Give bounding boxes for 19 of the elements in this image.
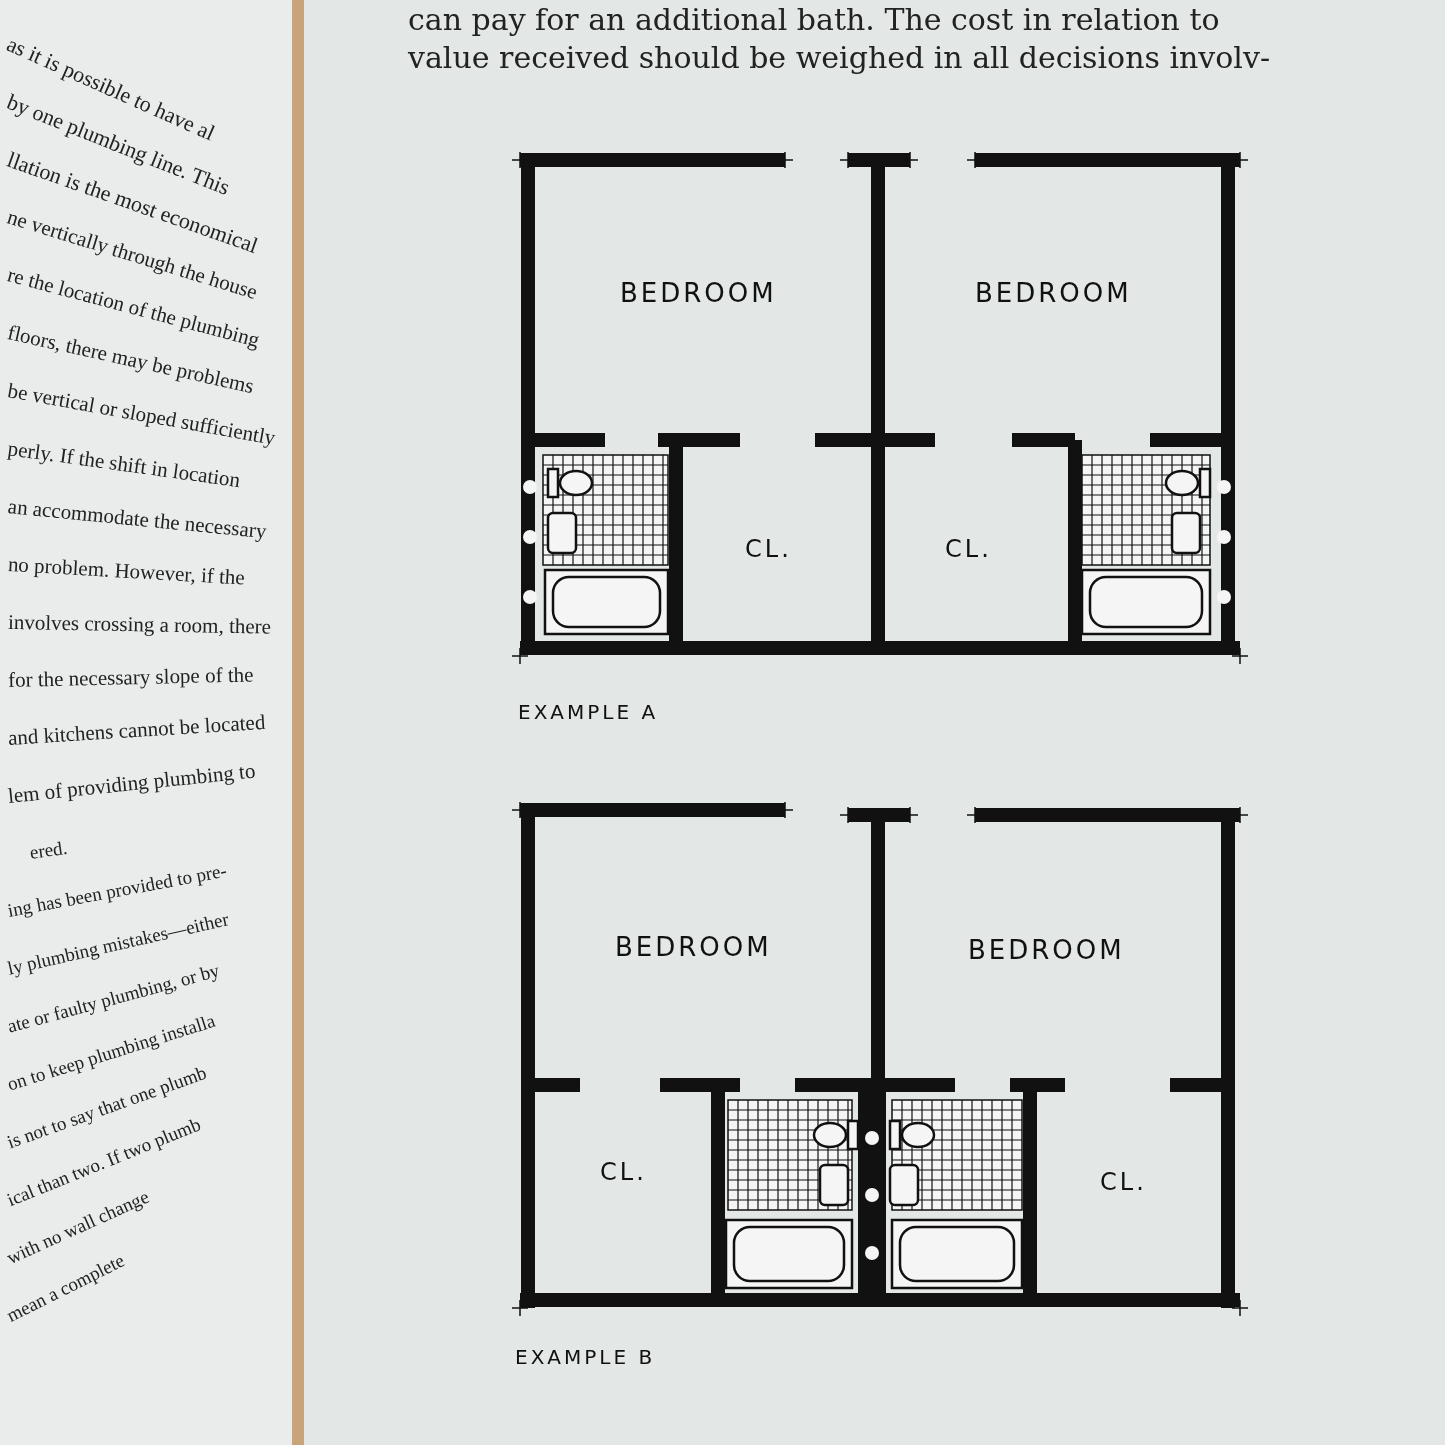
body-text-line: lem of providing plumbing to [6,758,257,809]
body-text-line: an accommodate the necessary [6,494,268,545]
body-text-line: for the necessary slope of the [7,662,254,693]
body-text-line: no problem. However, if the [7,552,246,591]
body-text-line: and kitchens cannot be located [7,709,266,751]
body-text-line: ered. [28,836,69,864]
room-label: CL. [945,535,992,563]
room-label: CL. [1100,1168,1147,1196]
room-label: CL. [600,1158,647,1186]
figure-caption: EXAMPLE A [518,700,659,724]
room-label: CL. [745,535,792,563]
room-label: BEDROOM [620,278,777,308]
body-text-line: can pay for an additional bath. The cost in relation to [408,2,1220,37]
body-text-line: involves crossing a room, there [7,610,272,640]
body-text-line: value received should be weighed in all decisions involv- [408,40,1271,75]
room-label: BEDROOM [975,278,1132,308]
room-label: BEDROOM [968,935,1125,965]
figure-caption: EXAMPLE B [515,1345,656,1369]
room-label: BEDROOM [615,932,772,962]
